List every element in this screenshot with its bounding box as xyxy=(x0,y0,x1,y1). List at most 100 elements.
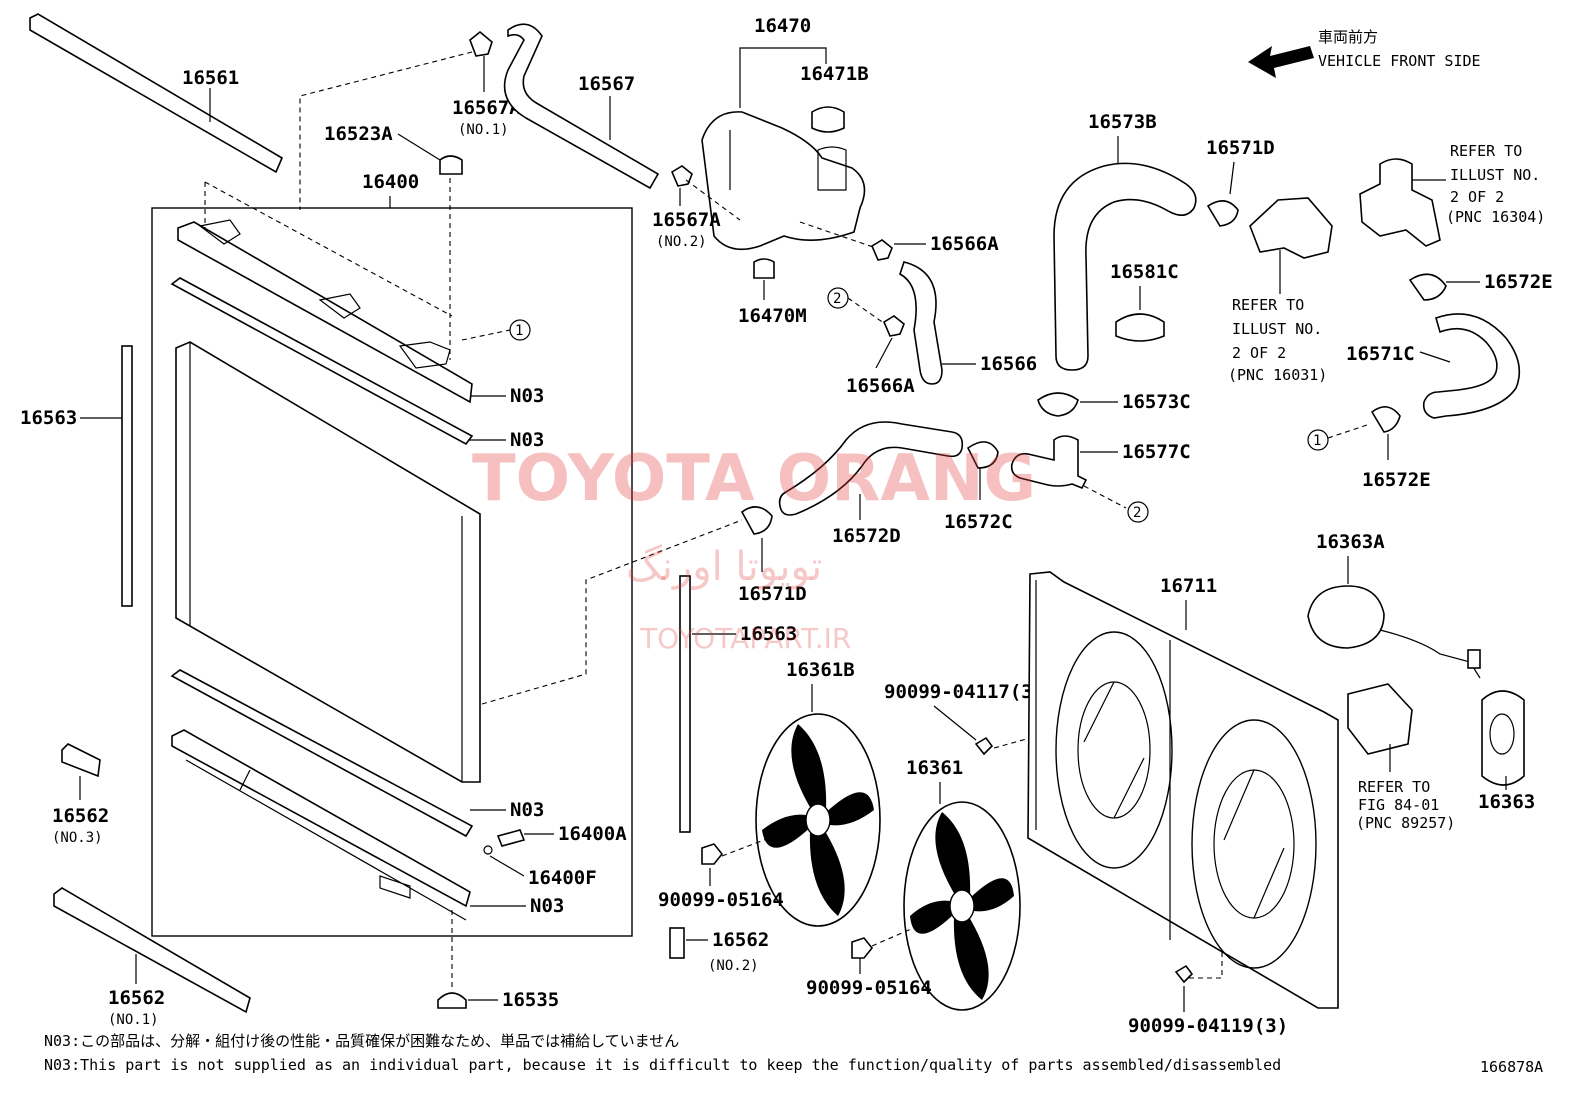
callout-16567A-top: 16567A xyxy=(452,97,521,119)
callout-16470: 16470 xyxy=(754,15,811,37)
direction-jp: 車両前方 xyxy=(1318,28,1378,46)
clamp-16572E-2 xyxy=(1370,406,1401,433)
side-seal-16563-mid xyxy=(679,575,691,833)
motor-16363A xyxy=(1307,585,1385,649)
clamp-16571D-mid xyxy=(740,506,773,535)
callout-16563-left: 16563 xyxy=(20,407,77,429)
callout-16711: 16711 xyxy=(1160,575,1217,597)
ref-16031-line4: (PNC 16031) xyxy=(1228,366,1327,384)
ref-16031-line2: ILLUST NO. xyxy=(1232,320,1322,338)
callout-16563-mid: 16563 xyxy=(740,623,797,645)
n03-label-1: N03 xyxy=(510,385,544,407)
fan-controller xyxy=(1347,683,1413,755)
bolt-90099-04117: 90099-04117(3) xyxy=(884,681,1044,703)
ref-16304-line3: 2 OF 2 xyxy=(1450,188,1504,206)
clamp-16581C xyxy=(1115,313,1165,342)
bolt-04117-icon xyxy=(974,736,994,756)
marker-circle-2-b xyxy=(1127,501,1149,523)
callout-16400F: 16400F xyxy=(528,867,597,889)
callout-16571D-mid: 16571D xyxy=(738,583,807,605)
callout-16361: 16361 xyxy=(906,757,963,779)
radiator-assy-box xyxy=(151,207,633,937)
ref-89257-line3: (PNC 89257) xyxy=(1356,814,1455,832)
bolt-90099-04119: 90099-04119(3) xyxy=(1128,1015,1288,1037)
gasket-lower xyxy=(170,669,474,838)
ref-16031-line3: 2 OF 2 xyxy=(1232,344,1286,362)
callout-16573B: 16573B xyxy=(1088,111,1157,133)
callout-16567A-top-sub: (NO.1) xyxy=(458,122,509,138)
marker-1-b: 1 xyxy=(1313,433,1321,449)
clamp-16566A-2 xyxy=(882,315,905,337)
upper-tank xyxy=(177,221,473,404)
ref-16304-line4: (PNC 16304) xyxy=(1446,208,1545,226)
callout-16572E-2: 16572E xyxy=(1362,469,1431,491)
watermark-line2: تویوتا اورنگ xyxy=(626,544,822,590)
callout-16567A-mid: 16567A xyxy=(652,209,721,231)
mount-16535 xyxy=(437,992,467,1009)
callout-16567: 16567 xyxy=(578,73,635,95)
watermark-line1: TOYOTA ORANG xyxy=(472,442,1036,516)
callout-16471B: 16471B xyxy=(800,63,869,85)
bolt-90099-05164-2: 90099-05164 xyxy=(806,977,932,999)
callout-16535: 16535 xyxy=(502,989,559,1011)
callout-16363: 16363 xyxy=(1478,791,1535,813)
clamp-16572E-1 xyxy=(1408,273,1447,301)
ref-89257-line1: REFER TO xyxy=(1358,778,1430,796)
radiator-core xyxy=(175,341,481,783)
clamp-16572C xyxy=(966,441,999,469)
side-seal-16563-left xyxy=(121,345,133,607)
fan-shroud-16711 xyxy=(1027,571,1339,1009)
diagram-id: 166878A xyxy=(1480,1058,1543,1076)
arrow-left-icon xyxy=(1248,46,1314,78)
pipe-16577C xyxy=(1010,435,1088,490)
lower-tank xyxy=(171,729,471,908)
motor-16363 xyxy=(1481,690,1525,786)
drain-cock-16400A xyxy=(496,829,526,847)
callout-16562-no1-sub: (NO.1) xyxy=(108,1012,159,1028)
clamp-16571D-top xyxy=(1206,200,1239,227)
n03-label-2: N03 xyxy=(510,429,544,451)
ref-89257-line2: FIG 84-01 xyxy=(1358,796,1439,814)
callout-16573C: 16573C xyxy=(1122,391,1191,413)
marker-2-b: 2 xyxy=(1133,505,1141,521)
seal-16561 xyxy=(29,13,284,174)
callout-16571C: 16571C xyxy=(1346,343,1415,365)
ref-16304-line2: ILLUST NO. xyxy=(1450,166,1540,184)
oring-16400F xyxy=(483,845,493,855)
pad-16562-no2 xyxy=(669,927,685,959)
callout-16566: 16566 xyxy=(980,353,1037,375)
cap-16523A xyxy=(439,155,463,175)
gasket-upper xyxy=(170,277,474,446)
reservoir-tank-16470 xyxy=(701,111,866,251)
reservoir-cap-16471B xyxy=(811,106,845,133)
bolt-90099-05164-1: 90099-05164 xyxy=(658,889,784,911)
callout-16571D-top: 16571D xyxy=(1206,137,1275,159)
callout-16562-no2-sub: (NO.2) xyxy=(708,958,759,974)
n03-label-3: N03 xyxy=(510,799,544,821)
watermark-line3: TOYOTAPART.IR xyxy=(639,622,851,655)
callout-16561: 16561 xyxy=(182,67,239,89)
hose-16567 xyxy=(503,23,660,190)
clamp-16567A-no1 xyxy=(469,30,493,57)
nut-90099-05164-1 xyxy=(701,843,724,865)
callout-16363A: 16363A xyxy=(1316,531,1385,553)
shroud-ring-right xyxy=(1191,719,1317,969)
ref-16031-line1: REFER TO xyxy=(1232,296,1304,314)
callout-16562-no3: 16562 xyxy=(52,805,109,827)
callout-16470M: 16470M xyxy=(738,305,807,327)
callout-16400A: 16400A xyxy=(558,823,627,845)
callout-16361B: 16361B xyxy=(786,659,855,681)
clamp-16573C xyxy=(1037,392,1079,417)
seal-16562-no1 xyxy=(53,887,251,1014)
callout-16572D: 16572D xyxy=(832,525,901,547)
clamp-16566A-1 xyxy=(870,239,893,261)
hose-16572D xyxy=(778,421,964,516)
bolt-04119-icon xyxy=(1174,964,1194,984)
water-outlet-16031 xyxy=(1249,197,1333,259)
marker-circle-1-b xyxy=(1307,429,1329,451)
grommet-16470M xyxy=(753,258,775,279)
water-inlet-16304 xyxy=(1359,158,1441,247)
direction-en: VEHICLE FRONT SIDE xyxy=(1318,52,1481,70)
hose-16573B xyxy=(1053,162,1197,371)
